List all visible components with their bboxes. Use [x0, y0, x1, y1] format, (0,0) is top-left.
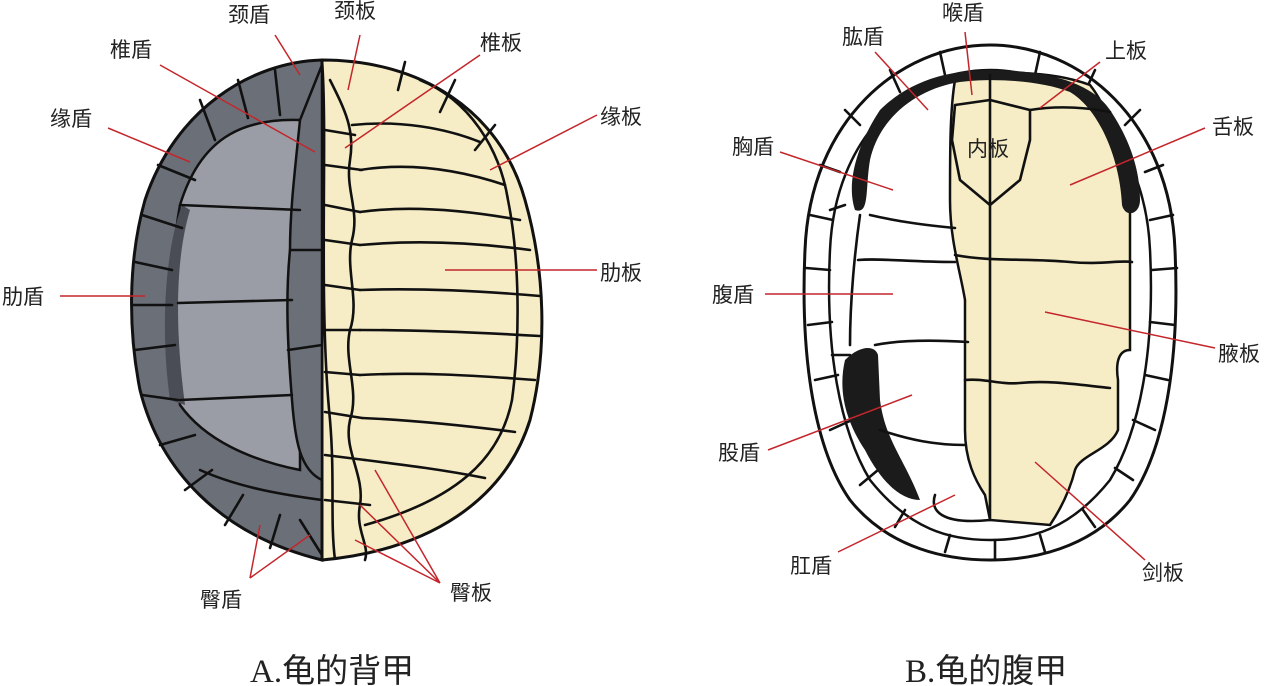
label-neck-plate: 颈板 [334, 0, 376, 23]
label-pygal-plate: 臀板 [450, 581, 492, 605]
label-marginal-plate: 缘板 [600, 105, 642, 129]
label-anal-scute: 肛盾 [790, 554, 832, 578]
label-abdominal-scute: 腹盾 [712, 283, 754, 307]
plastron-caption: B.龟的腹甲 [905, 653, 1067, 686]
carapace-leader-lines [60, 34, 598, 584]
plastron-figure [802, 43, 1179, 562]
label-xiphiplastron: 剑板 [1142, 561, 1184, 585]
plastron-labels: 喉盾 肱盾 上板 内板 舌板 胸盾 腹盾 腋板 股盾 肛盾 剑板 [712, 1, 1260, 585]
label-marginal-scute: 缘盾 [50, 107, 92, 131]
label-vertebral-plate: 椎板 [480, 31, 522, 55]
label-entoplastron: 内板 [967, 137, 1009, 161]
carapace-figure [130, 58, 544, 562]
label-hypoplastron: 腋板 [1218, 342, 1260, 366]
label-pectoral-scute: 胸盾 [732, 135, 774, 159]
label-pygal-scute: 臀盾 [200, 588, 242, 612]
label-epiplastron: 上板 [1105, 39, 1147, 63]
label-gular-scute: 喉盾 [942, 1, 984, 25]
carapace-labels: 颈盾 颈板 椎盾 椎板 缘盾 缘板 肋盾 肋板 臀盾 臀板 [2, 0, 642, 612]
label-costal-scute: 肋盾 [2, 285, 44, 309]
carapace-bone-half [321, 58, 544, 562]
label-vertebral-scute: 椎盾 [110, 38, 152, 62]
label-costal-plate: 肋板 [600, 261, 642, 285]
plastron-leader-lines [765, 31, 1216, 561]
label-humeral-scute: 肱盾 [842, 25, 884, 49]
label-femoral-scute: 股盾 [718, 441, 760, 465]
carapace-caption: A.龟的背甲 [250, 653, 414, 686]
label-hyoplastron: 舌板 [1212, 115, 1254, 139]
carapace-scute-half [130, 58, 324, 562]
label-neck-scute: 颈盾 [228, 3, 270, 27]
